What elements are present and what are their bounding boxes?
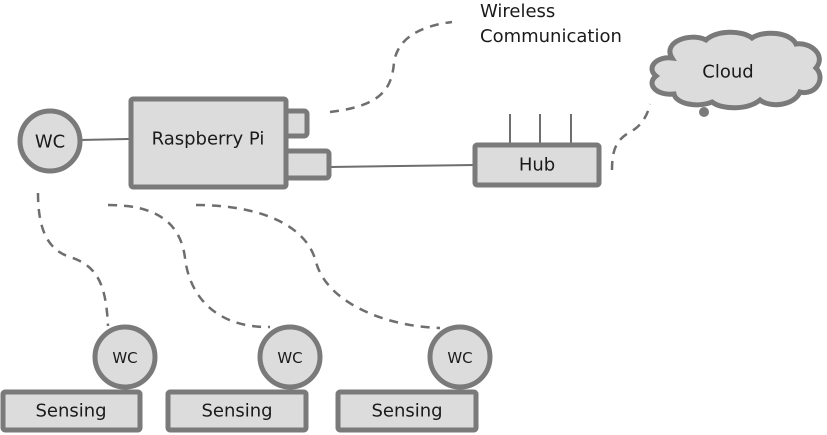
sensing-2-box bbox=[165, 389, 309, 433]
sensing-2-label: Sensing bbox=[201, 401, 272, 422]
cloud-label: Cloud bbox=[702, 62, 753, 83]
wire-wc-main-pi bbox=[79, 138, 131, 141]
annotation-line-2: Communication bbox=[480, 26, 622, 47]
wire-pi-hub bbox=[329, 164, 476, 168]
cloud-node[interactable]: Cloud bbox=[649, 29, 823, 117]
wc-3-circle bbox=[427, 324, 493, 390]
hub-box bbox=[472, 142, 602, 188]
wc-2-label: WC bbox=[277, 349, 302, 367]
wireless-link-to-wc2 bbox=[107, 203, 271, 329]
wireless-link-pi-annotation bbox=[329, 20, 453, 114]
wireless-link-wc-main-to-wc1 bbox=[36, 192, 110, 327]
annotation-line-1: Wireless bbox=[480, 1, 555, 22]
wc-3-label: WC bbox=[447, 349, 472, 367]
raspberry-pi-node[interactable]: Raspberry Pi bbox=[128, 96, 332, 190]
wc-main-circle bbox=[17, 108, 83, 174]
pi-port-large bbox=[281, 148, 332, 181]
sensor-node-2[interactable]: WC Sensing bbox=[165, 324, 323, 433]
raspberry-pi-label: Raspberry Pi bbox=[152, 129, 265, 150]
raspberry-pi-box bbox=[128, 96, 289, 190]
wc-1-label: WC bbox=[112, 349, 137, 367]
sensing-1-label: Sensing bbox=[35, 401, 106, 422]
hub-node[interactable]: Hub bbox=[472, 114, 602, 188]
sensor-node-1[interactable]: WC Sensing bbox=[0, 324, 158, 433]
cloud-tail bbox=[699, 107, 709, 117]
wc-main-node[interactable]: WC bbox=[17, 108, 83, 174]
wc-1-circle bbox=[92, 324, 158, 390]
wireless-link-hub-cloud bbox=[610, 103, 652, 171]
cloud-icon bbox=[649, 29, 823, 111]
sensing-3-label: Sensing bbox=[371, 401, 442, 422]
wc-2-circle bbox=[257, 324, 323, 390]
wireless-link-to-wc3 bbox=[195, 203, 441, 330]
sensor-node-3[interactable]: WC Sensing bbox=[335, 324, 493, 433]
hub-label: Hub bbox=[519, 155, 555, 176]
wc-main-label: WC bbox=[35, 132, 65, 153]
sensing-1-box bbox=[0, 389, 143, 433]
sensing-3-box bbox=[335, 389, 479, 433]
